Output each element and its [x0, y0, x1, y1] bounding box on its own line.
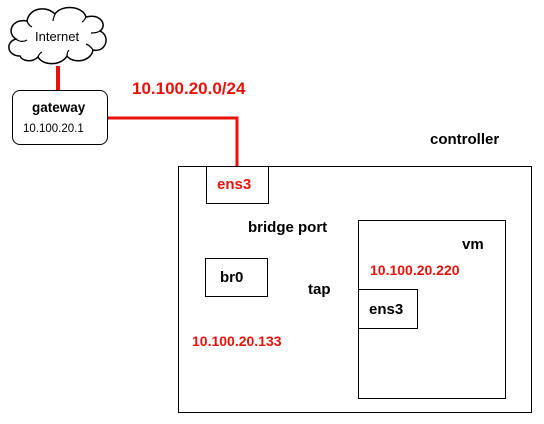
- controller-ens3-box: ens3: [206, 166, 269, 204]
- vm-label: vm: [462, 236, 484, 253]
- vm-ens3-label: ens3: [369, 301, 404, 318]
- subnet-label: 10.100.20.0/24: [132, 79, 246, 98]
- br0-box: br0: [205, 258, 268, 297]
- vm-ens3-box: ens3: [358, 289, 418, 329]
- br0-label: br0: [220, 269, 244, 286]
- gateway-box: gateway 10.100.20.1: [12, 90, 108, 145]
- controller-label: controller: [430, 131, 500, 148]
- internet-cloud-icon: [8, 6, 107, 65]
- gateway-ip: 10.100.20.1: [23, 123, 84, 135]
- br0-ip-label: 10.100.20.133: [192, 333, 282, 349]
- gateway-title: gateway: [32, 100, 86, 115]
- gateway-ens3-link: [108, 116, 239, 166]
- vm-ip-label: 10.100.20.220: [370, 262, 460, 278]
- internet-label: Internet: [35, 29, 80, 44]
- internet-cloud-inner-curves: [15, 13, 101, 58]
- tap-label: tap: [308, 281, 331, 298]
- controller-ens3-label: ens3: [217, 176, 252, 193]
- bridge-port-label: bridge port: [248, 219, 328, 236]
